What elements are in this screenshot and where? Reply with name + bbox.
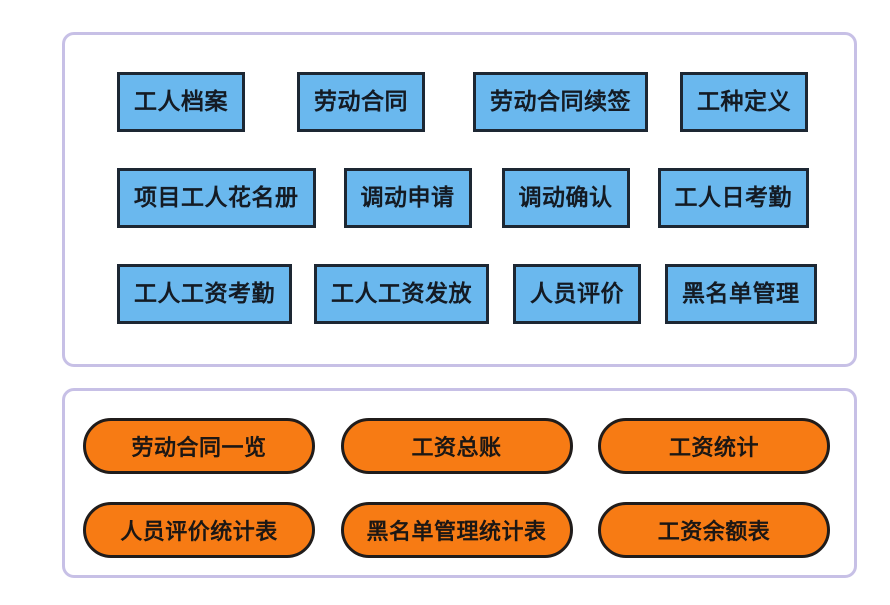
button-wage-statistics[interactable]: 工资统计 — [598, 418, 830, 474]
forms-row-1: 工人档案 劳动合同 劳动合同续签 工种定义 — [65, 71, 854, 133]
button-labor-contract[interactable]: 劳动合同 — [297, 72, 425, 132]
button-wage-general-ledger[interactable]: 工资总账 — [340, 418, 573, 474]
button-transfer-confirmation[interactable]: 调动确认 — [501, 168, 630, 228]
forms-panel: 工人档案 劳动合同 劳动合同续签 工种定义 项目工人花名册 调动申请 调动确认 … — [62, 32, 857, 367]
reports-row-1: 劳动合同一览 工资总账 工资统计 — [65, 417, 854, 475]
button-personnel-evaluation[interactable]: 人员评价 — [513, 264, 641, 324]
reports-panel: 劳动合同一览 工资总账 工资统计 人员评价统计表 黑名单管理统计表 工资余额表 — [62, 388, 857, 578]
button-worker-wage-payment[interactable]: 工人工资发放 — [314, 264, 489, 324]
button-labor-contract-renewal[interactable]: 劳动合同续签 — [473, 72, 648, 132]
button-blacklist-management-statistics[interactable]: 黑名单管理统计表 — [340, 502, 573, 558]
forms-row-2: 项目工人花名册 调动申请 调动确认 工人日考勤 — [65, 167, 854, 229]
button-blacklist-management[interactable]: 黑名单管理 — [665, 264, 817, 324]
button-wage-balance-sheet[interactable]: 工资余额表 — [598, 502, 830, 558]
button-worker-profile[interactable]: 工人档案 — [117, 72, 245, 132]
button-project-worker-roster[interactable]: 项目工人花名册 — [117, 168, 316, 228]
button-personnel-evaluation-statistics[interactable]: 人员评价统计表 — [83, 502, 315, 558]
button-worker-wage-attendance[interactable]: 工人工资考勤 — [117, 264, 292, 324]
button-job-type-definition[interactable]: 工种定义 — [680, 72, 808, 132]
button-labor-contract-list[interactable]: 劳动合同一览 — [83, 418, 315, 474]
button-transfer-application[interactable]: 调动申请 — [343, 168, 472, 228]
forms-row-3: 工人工资考勤 工人工资发放 人员评价 黑名单管理 — [65, 263, 854, 325]
reports-row-2: 人员评价统计表 黑名单管理统计表 工资余额表 — [65, 501, 854, 559]
button-worker-daily-attendance[interactable]: 工人日考勤 — [657, 168, 809, 228]
